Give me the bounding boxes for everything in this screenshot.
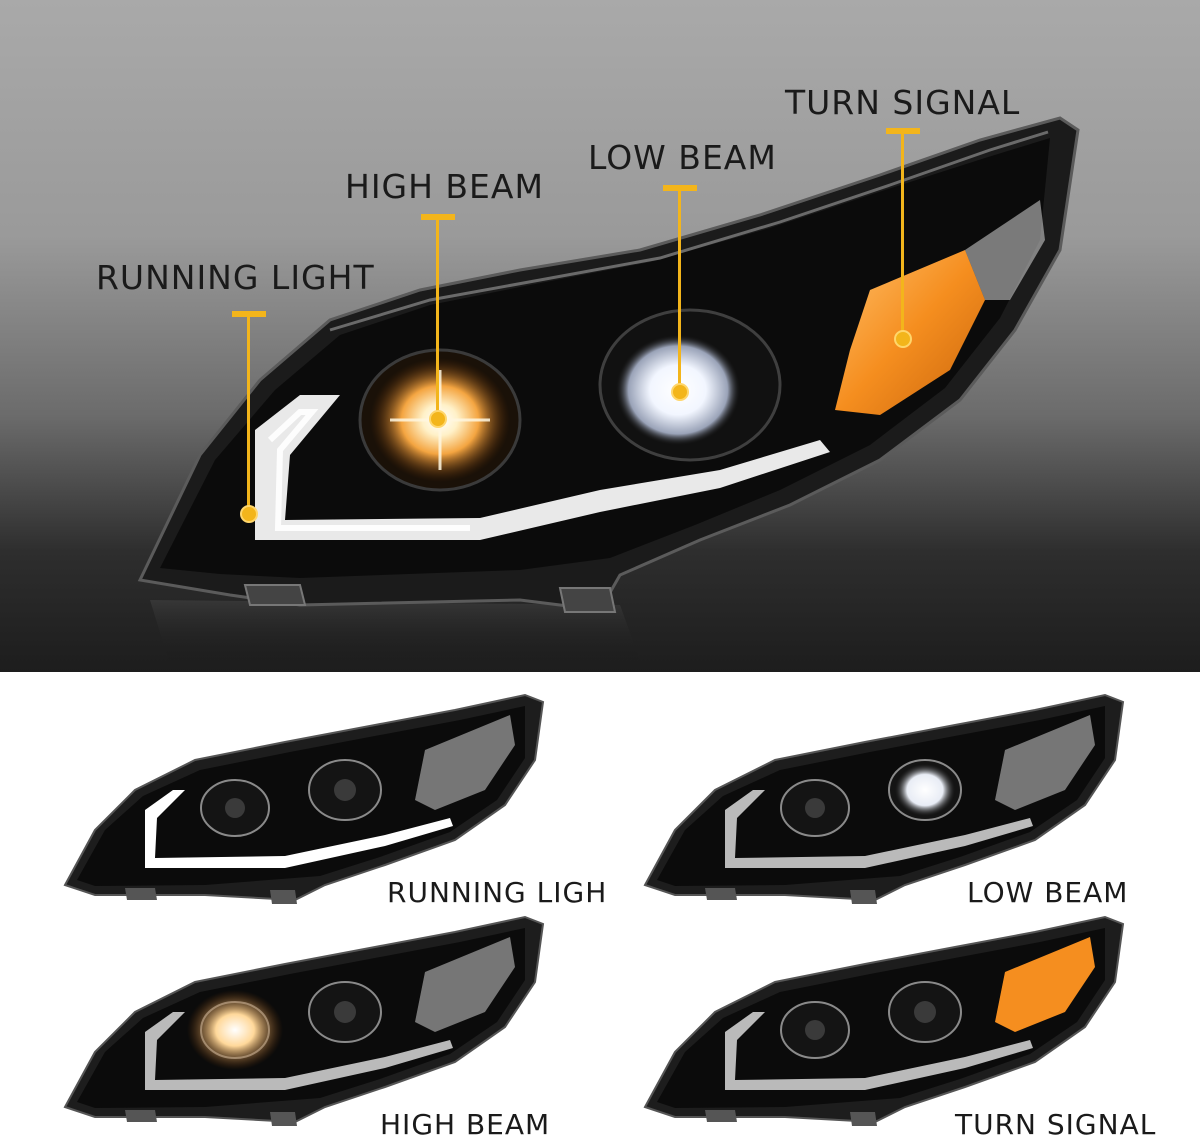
mini-headlight-turn: [643, 915, 1125, 1126]
hero-panel: RUNNING LIGHT HIGH BEAM LOW BEAM TURN SI…: [0, 0, 1200, 672]
mini-tab: [270, 890, 297, 904]
reflection: [150, 600, 640, 665]
running-light-glow: [267, 409, 470, 531]
callout-label-low-beam: LOW BEAM: [588, 138, 777, 177]
mini-running-bar: [145, 1012, 453, 1090]
variant-turn: TURN SIGNAL: [635, 912, 1195, 1142]
mini-tab: [270, 1112, 297, 1126]
mini-low-bulb: [334, 1001, 356, 1023]
variant-running: RUNNING LIGH: [55, 690, 615, 920]
mini-tab: [850, 1112, 877, 1126]
mini-low-bulb: [914, 1001, 936, 1023]
variant-label-turn: TURN SIGNAL: [955, 1108, 1157, 1141]
mini-turn-lens: [995, 937, 1095, 1032]
mini-housing: [657, 706, 1105, 886]
mini-low-bulb: [334, 779, 356, 801]
mini-low-glow: [895, 764, 955, 816]
mini-running-bar: [725, 790, 1033, 868]
mini-tab: [125, 888, 157, 900]
callout-label-high-beam: HIGH BEAM: [345, 167, 544, 206]
mini-headlight-low: [643, 693, 1125, 904]
mini-high-bulb: [805, 798, 825, 818]
mini-tab: [850, 890, 877, 904]
mini-high-glow: [187, 990, 283, 1070]
callout-line: [436, 220, 439, 413]
callout-bar: [663, 185, 697, 191]
callout-label-running-light: RUNNING LIGHT: [96, 258, 375, 297]
mini-headlight-running: [63, 693, 545, 904]
callout-dot: [671, 383, 689, 401]
mini-high-bulb: [225, 798, 245, 818]
callout-dot: [429, 410, 447, 428]
mini-running-bar: [725, 1012, 1033, 1090]
callout-label-turn-signal: TURN SIGNAL: [785, 83, 1021, 122]
callout-dot: [894, 330, 912, 348]
callout-line: [678, 191, 681, 387]
mini-turn-lens: [415, 937, 515, 1032]
callout-line: [247, 317, 250, 509]
mini-tab: [705, 888, 737, 900]
variant-label-high: HIGH BEAM: [380, 1108, 551, 1141]
clear-corner-lens: [965, 200, 1045, 300]
callout-bar: [421, 214, 455, 220]
variant-label-running: RUNNING LIGH: [387, 876, 608, 909]
top-trim: [329, 130, 1049, 332]
mini-tab: [125, 1110, 157, 1122]
mini-housing: [77, 928, 525, 1108]
mini-headlight-high: [63, 915, 545, 1126]
variant-label-low: LOW BEAM: [967, 876, 1129, 909]
mini-tab: [705, 1110, 737, 1122]
callout-dot: [240, 505, 258, 523]
callout-line: [901, 134, 904, 334]
callout-bar: [232, 311, 266, 317]
callout-bar: [886, 128, 920, 134]
mini-turn-lens: [995, 715, 1095, 810]
variant-high: HIGH BEAM: [55, 912, 615, 1142]
mini-running-bar: [145, 790, 453, 868]
mini-high-bulb: [805, 1020, 825, 1040]
mini-housing: [77, 706, 525, 886]
mini-turn-lens: [415, 715, 515, 810]
mini-housing: [657, 928, 1105, 1108]
variant-low: LOW BEAM: [635, 690, 1195, 920]
